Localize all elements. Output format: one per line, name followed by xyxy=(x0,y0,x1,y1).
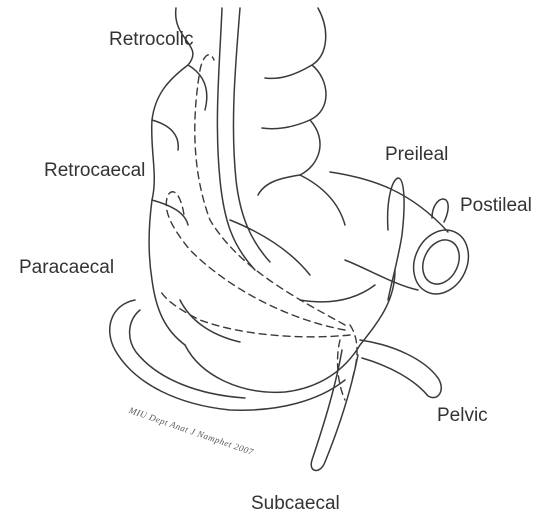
pelvic-appendix xyxy=(359,339,442,399)
paracaecal-curve-inner xyxy=(128,309,246,399)
colon-haustra xyxy=(151,64,208,226)
retrocaecal-appendix xyxy=(165,191,346,331)
subcaecal-appendix xyxy=(310,349,359,472)
label-paracaecal: Paracaecal xyxy=(19,257,115,278)
paracaecal-appendix xyxy=(159,289,351,338)
caecum-fold xyxy=(179,219,376,343)
preileal-appendix xyxy=(386,177,405,301)
paracaecal-curve xyxy=(108,299,346,411)
label-preileal: Preileal xyxy=(385,144,449,165)
colon-outer-wall xyxy=(148,7,194,346)
label-subcaecal: Subcaecal xyxy=(251,493,340,514)
colon-right-wall xyxy=(299,7,346,226)
caecum-body xyxy=(184,269,396,394)
label-postileal: Postileal xyxy=(460,195,532,216)
label-retrocaecal: Retrocaecal xyxy=(44,160,146,181)
colon-taenia xyxy=(216,7,256,271)
ileum-lower-wall xyxy=(344,259,419,291)
colon-right-haustra xyxy=(257,64,313,196)
label-pelvic: Pelvic xyxy=(437,405,488,426)
ileum-opening xyxy=(412,229,470,295)
ileum-upper-wall xyxy=(329,171,449,233)
colon-taenia-inner xyxy=(232,7,271,263)
postileal-appendix xyxy=(431,198,449,223)
label-retrocolic: Retrocolic xyxy=(109,29,194,50)
ileum-lumen xyxy=(422,239,460,285)
retrocolic-appendix xyxy=(194,54,346,326)
